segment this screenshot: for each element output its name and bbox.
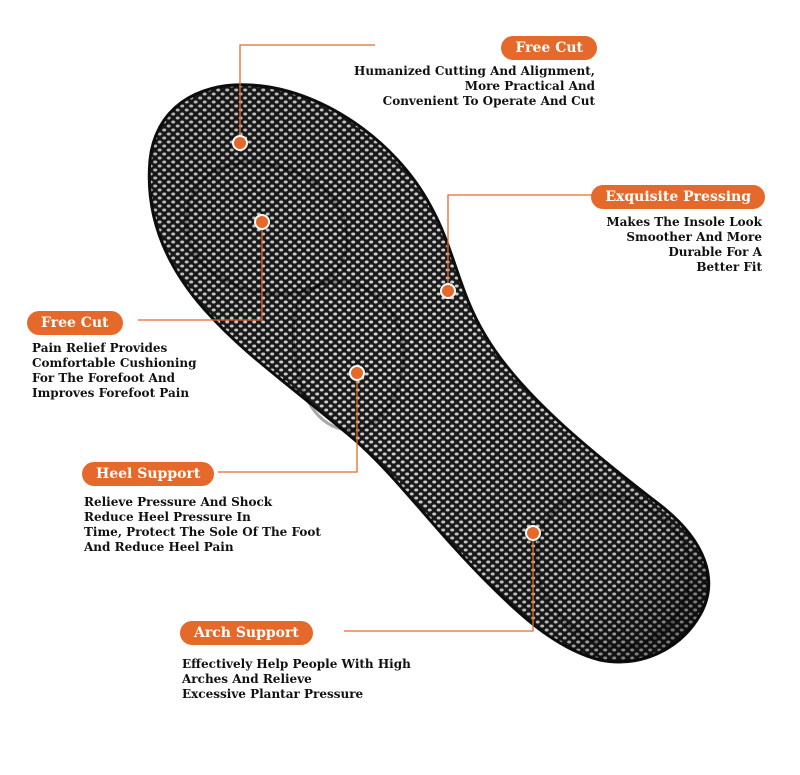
desc-line: Arches And Relieve <box>182 672 312 686</box>
desc-line: More Practical And <box>464 79 595 93</box>
desc-line: Relieve Pressure And Shock <box>84 495 273 509</box>
hotspot-dots <box>232 135 541 541</box>
desc-line: And Reduce Heel Pain <box>84 540 234 554</box>
leader-line-pressing <box>447 194 611 291</box>
callout-badge-arch-support: Arch Support <box>180 621 313 645</box>
forefoot-pad-outline <box>184 161 349 296</box>
desc-line: Comfortable Cushioning <box>32 356 197 370</box>
callout-desc-free-cut-left: Pain Relief Provides Comfortable Cushion… <box>32 341 197 401</box>
desc-line: Better Fit <box>696 260 762 274</box>
insole-sole <box>147 83 711 664</box>
arch-pad-outline <box>291 280 405 432</box>
callout-desc-free-cut-top: Humanized Cutting And Alignment, More Pr… <box>354 64 595 109</box>
desc-line: Durable For A <box>668 245 762 259</box>
leader-line-top <box>239 44 375 143</box>
desc-line: For The Forefoot And <box>32 371 175 385</box>
desc-line: Reduce Heel Pressure In <box>84 510 251 524</box>
desc-line: Humanized Cutting And Alignment, <box>354 64 595 78</box>
desc-line: Improves Forefoot Pain <box>32 386 190 400</box>
desc-line: Effectively Help People With High <box>182 657 411 671</box>
leader-lines <box>138 44 611 632</box>
leader-line-forefoot <box>138 222 263 321</box>
heel-cup-outline <box>535 492 692 649</box>
hotspot-dot-forefoot <box>254 214 270 230</box>
callout-badge-exquisite-pressing: Exquisite Pressing <box>591 185 765 209</box>
desc-line: Time, Protect The Sole Of The Foot <box>84 525 321 539</box>
hotspot-dot-top <box>232 135 248 151</box>
hotspot-dot-arch <box>525 525 541 541</box>
desc-line: Smoother And More <box>626 230 762 244</box>
leader-line-arch <box>344 533 534 632</box>
hotspot-dot-heel <box>349 365 365 381</box>
callout-desc-arch-support: Effectively Help People With High Arches… <box>182 657 411 702</box>
desc-line: Pain Relief Provides <box>32 341 168 355</box>
callout-desc-heel-support: Relieve Pressure And Shock Reduce Heel P… <box>84 495 321 555</box>
callout-badge-free-cut-left: Free Cut <box>27 311 123 335</box>
leader-line-heel <box>218 373 358 473</box>
desc-line: Makes The Insole Look <box>606 215 762 229</box>
callout-badge-free-cut-top: Free Cut <box>501 36 597 60</box>
callout-desc-exquisite-pressing: Makes The Insole Look Smoother And More … <box>606 215 762 275</box>
callout-badge-heel-support: Heel Support <box>82 462 215 486</box>
hotspot-dot-pressing <box>440 283 456 299</box>
desc-line: Excessive Plantar Pressure <box>182 687 364 701</box>
desc-line: Convenient To Operate And Cut <box>382 94 595 108</box>
